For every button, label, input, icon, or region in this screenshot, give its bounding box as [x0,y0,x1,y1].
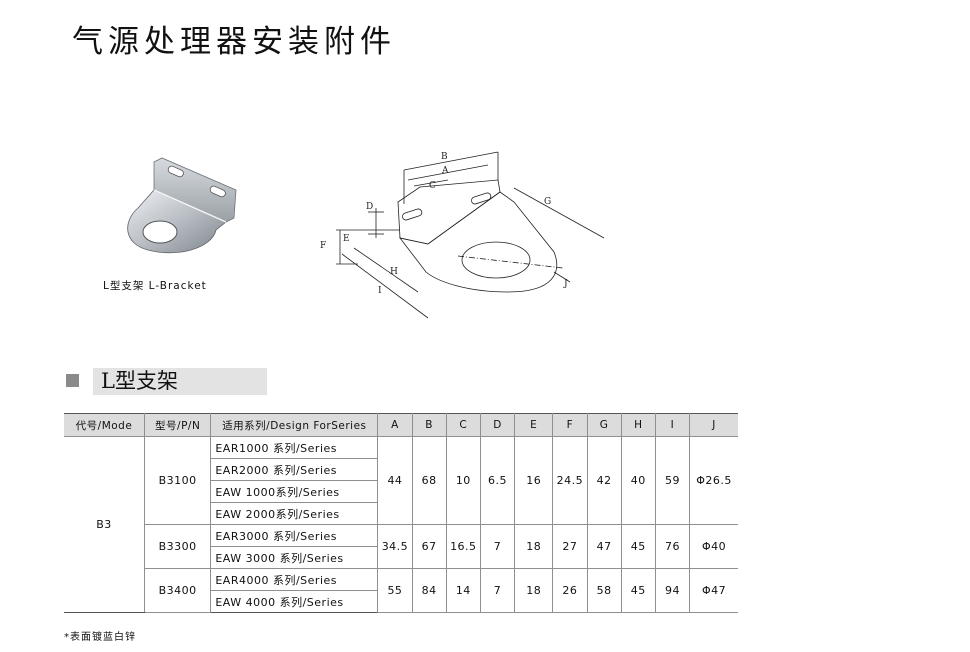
dim-label-b: B [441,152,448,162]
col-header-mode: 代号/Mode [64,413,145,437]
value-cell-d: 7 [479,524,516,569]
series-cell: EAR3000 系列/Series [210,524,379,547]
section-label-box: L型支架 [93,368,267,395]
dim-label-f: F [320,241,326,251]
value-cell-f: 27 [552,524,588,569]
table-row: B3 B3100 EAR1000 系列/Series 44 68 10 6.5 … [64,436,738,613]
footnote: *表面镀蓝白锌 [64,632,136,643]
col-header-series: 适用系列/Design ForSeries [210,413,379,437]
value-cell-h: 45 [620,524,656,569]
table-header-row: 代号/Mode 型号/P/N 适用系列/Design ForSeries A B… [64,413,738,437]
dim-label-d: D [366,202,373,212]
value-cell-j: Φ26.5 [689,436,738,525]
dim-label-c: C [429,181,436,191]
table-row: EAW 4000 系列/Series [64,590,738,613]
bracket-technical-drawing: B A C D E F G H I J [320,151,605,319]
value-cell-b: 84 [411,568,447,613]
series-cell: EAW 2000系列/Series [210,502,379,525]
square-bullet-icon [66,374,79,387]
bracket-photo [127,157,237,254]
value-cell-i: 94 [654,568,691,613]
pn-cell: B3300 [143,524,212,569]
photo-caption: L型支架 L-Bracket [103,280,207,292]
col-header-e: E [514,413,554,437]
value-cell-a: 44 [377,436,413,525]
spec-table: 代号/Mode 型号/P/N 适用系列/Design ForSeries A B… [64,413,738,613]
col-header-h: H [620,413,656,437]
value-cell-e: 18 [514,568,554,613]
value-cell-e: 16 [514,436,554,525]
table-row: EAW 1000系列/Series [64,480,738,503]
dim-label-h: H [390,267,398,277]
series-cell: EAW 1000系列/Series [210,480,379,503]
series-cell: EAW 3000 系列/Series [210,546,379,569]
value-cell-f: 26 [552,568,588,613]
col-header-pn: 型号/P/N [143,413,212,437]
table-row: EAW 2000系列/Series [64,502,738,525]
value-cell-b: 67 [411,524,447,569]
dim-label-e: E [343,234,350,244]
value-cell-g: 58 [586,568,622,613]
dim-label-a: A [441,166,449,176]
series-cell: EAR1000 系列/Series [210,436,379,459]
value-cell-h: 40 [620,436,656,525]
value-cell-f: 24.5 [552,436,588,525]
value-cell-j: Φ40 [689,524,738,569]
value-cell-h: 45 [620,568,656,613]
value-cell-b: 68 [411,436,447,525]
value-cell-c: 10 [445,436,481,525]
col-header-g: G [586,413,622,437]
series-cell: EAW 4000 系列/Series [210,590,379,613]
dim-label-i: I [378,286,382,296]
value-cell-e: 18 [514,524,554,569]
value-cell-c: 16.5 [445,524,481,569]
col-header-c: C [445,413,481,437]
col-header-j: J [689,413,738,437]
value-cell-i: 76 [654,524,691,569]
mode-code-cell: B3 [64,436,145,613]
col-header-f: F [552,413,588,437]
series-cell: EAR4000 系列/Series [210,568,379,591]
col-header-a: A [377,413,413,437]
value-cell-a: 55 [377,568,413,613]
pn-cell: B3400 [143,568,212,613]
value-cell-d: 7 [479,568,516,613]
series-cell: EAR2000 系列/Series [210,458,379,481]
value-cell-j: Φ47 [689,568,738,613]
page-title: 气源处理器安装附件 [72,24,396,60]
section-label: L型支架 [101,369,178,393]
col-header-d: D [479,413,516,437]
col-header-b: B [411,413,447,437]
value-cell-a: 34.5 [377,524,413,569]
table-row: EAW 3000 系列/Series [64,546,738,569]
value-cell-i: 59 [654,436,691,525]
dim-label-g: G [544,197,551,207]
value-cell-g: 42 [586,436,622,525]
col-header-i: I [654,413,691,437]
dim-label-j: J [563,279,568,289]
table-row: B3400 EAR4000 系列/Series 55 84 14 7 18 26… [64,568,738,613]
value-cell-c: 14 [445,568,481,613]
value-cell-d: 6.5 [479,436,516,525]
value-cell-g: 47 [586,524,622,569]
table-row: B3300 EAR3000 系列/Series 34.5 67 16.5 7 1… [64,524,738,569]
pn-cell: B3100 [143,436,212,525]
